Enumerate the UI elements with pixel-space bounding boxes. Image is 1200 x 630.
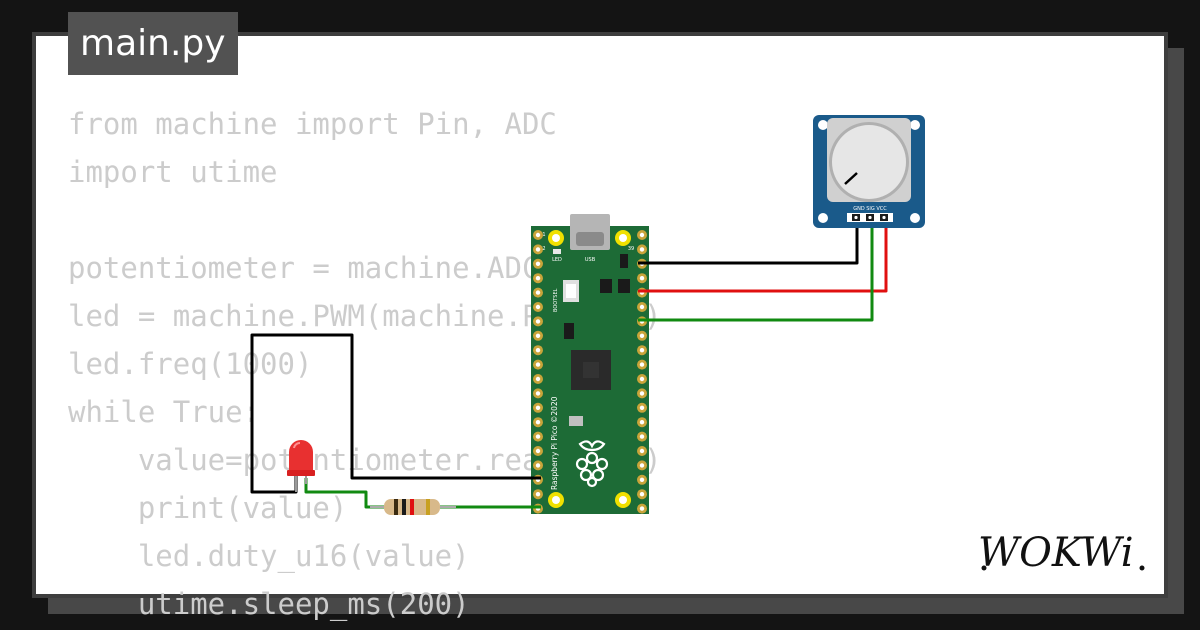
resistor-band xyxy=(402,499,406,515)
pico-board[interactable]: LED USB 1 2 39 BOOTSEL Raspberry Pi Pico… xyxy=(531,214,649,514)
led-body xyxy=(289,440,313,474)
board-pin-hole xyxy=(535,304,541,310)
code-background: from machine import Pin, ADC import utim… xyxy=(68,100,662,628)
code-line: potentiometer = machine.ADC(26) xyxy=(68,251,610,285)
pot-knob[interactable] xyxy=(832,125,906,199)
board-pin-hole xyxy=(639,420,645,425)
board-pin-hole xyxy=(639,506,645,511)
board-pin-hole xyxy=(535,376,541,382)
wire-signal[interactable] xyxy=(638,219,874,322)
potentiometer[interactable]: GND SIG VCC xyxy=(813,115,925,228)
pin-number-1: 1 xyxy=(542,232,545,238)
board-pin-hole xyxy=(535,420,541,425)
board-pin-hole xyxy=(535,348,541,353)
pin-number-2: 2 xyxy=(542,246,545,252)
pin-header-right xyxy=(637,230,647,514)
component-chip xyxy=(620,254,628,268)
usb-label: USB xyxy=(585,257,596,263)
code-line: from machine import Pin, ADC xyxy=(68,107,557,141)
code-line: led.freq(1000) xyxy=(68,347,313,381)
board-pin-hole xyxy=(535,391,541,396)
component-chip xyxy=(600,279,612,293)
onboard-led xyxy=(553,249,561,254)
code-line: led.duty_u16(value) xyxy=(68,539,470,573)
code-line: utime.sleep_ms(200) xyxy=(68,587,470,621)
board-pin-hole xyxy=(535,362,541,367)
resistor[interactable] xyxy=(370,499,456,515)
usb-port-inner xyxy=(576,232,604,246)
wire-gnd[interactable] xyxy=(638,219,859,265)
board-pin-hole xyxy=(639,492,645,497)
board-pin-hole xyxy=(639,434,645,439)
raspberry-logo-icon xyxy=(575,440,609,488)
pin-number-39: 39 xyxy=(628,246,634,252)
board-pin-hole xyxy=(639,247,645,252)
wire-led-anode[interactable] xyxy=(304,478,384,509)
board-pin-hole xyxy=(639,304,645,310)
board-pin-hole xyxy=(535,232,541,238)
board-pin-hole xyxy=(639,477,645,482)
component-chip xyxy=(618,279,630,293)
bootsel-label: BOOTSEL xyxy=(553,288,559,312)
board-pin-hole xyxy=(639,463,645,468)
crystal xyxy=(569,416,583,426)
code-line: import utime xyxy=(68,155,278,189)
code-line: while True: xyxy=(68,395,261,429)
board-pin-hole xyxy=(535,333,541,338)
board-pin-hole xyxy=(535,319,541,324)
board-pin-hole xyxy=(639,333,645,338)
red-led[interactable] xyxy=(287,440,315,492)
board-pin-hole xyxy=(535,448,541,454)
wire-vcc[interactable] xyxy=(638,219,888,293)
pot-knob-indicator xyxy=(844,172,858,185)
mount-hole xyxy=(910,213,920,223)
mount-hole xyxy=(910,120,920,130)
board-pin-hole xyxy=(639,276,645,281)
board-pin-hole xyxy=(535,247,541,252)
board-pin-hole xyxy=(535,463,541,468)
board-pin-hole xyxy=(639,348,645,353)
board-pin-hole xyxy=(535,434,541,439)
resistor-band xyxy=(410,499,414,515)
file-tab[interactable]: main.py xyxy=(68,12,238,75)
board-pin-hole xyxy=(639,405,645,410)
code-line: print(value) xyxy=(68,491,348,525)
board-pin-hole xyxy=(535,290,541,295)
resistor-band xyxy=(394,499,398,515)
board-pin-hole xyxy=(535,492,541,497)
board-pin-hole xyxy=(639,376,645,382)
board-pin-hole xyxy=(639,448,645,454)
board-silkscreen: Raspberry Pi Pico ©2020 xyxy=(550,396,559,490)
board-pin-hole xyxy=(535,261,541,266)
board-pin-hole xyxy=(639,232,645,238)
board-pin-hole xyxy=(535,276,541,281)
mount-hole xyxy=(818,213,828,223)
board-pin-hole xyxy=(639,362,645,367)
wokwi-logo-text: WOKWi xyxy=(978,530,1134,576)
led-label: LED xyxy=(552,257,562,263)
mount-hole xyxy=(818,120,828,130)
wokwi-logo: WOKWi xyxy=(978,530,1145,576)
board-pin-hole xyxy=(639,391,645,396)
board-pin-hole xyxy=(535,405,541,410)
component-flash xyxy=(564,323,574,339)
resistor-band xyxy=(426,499,430,515)
pot-pin-labels: GND SIG VCC xyxy=(853,206,887,212)
